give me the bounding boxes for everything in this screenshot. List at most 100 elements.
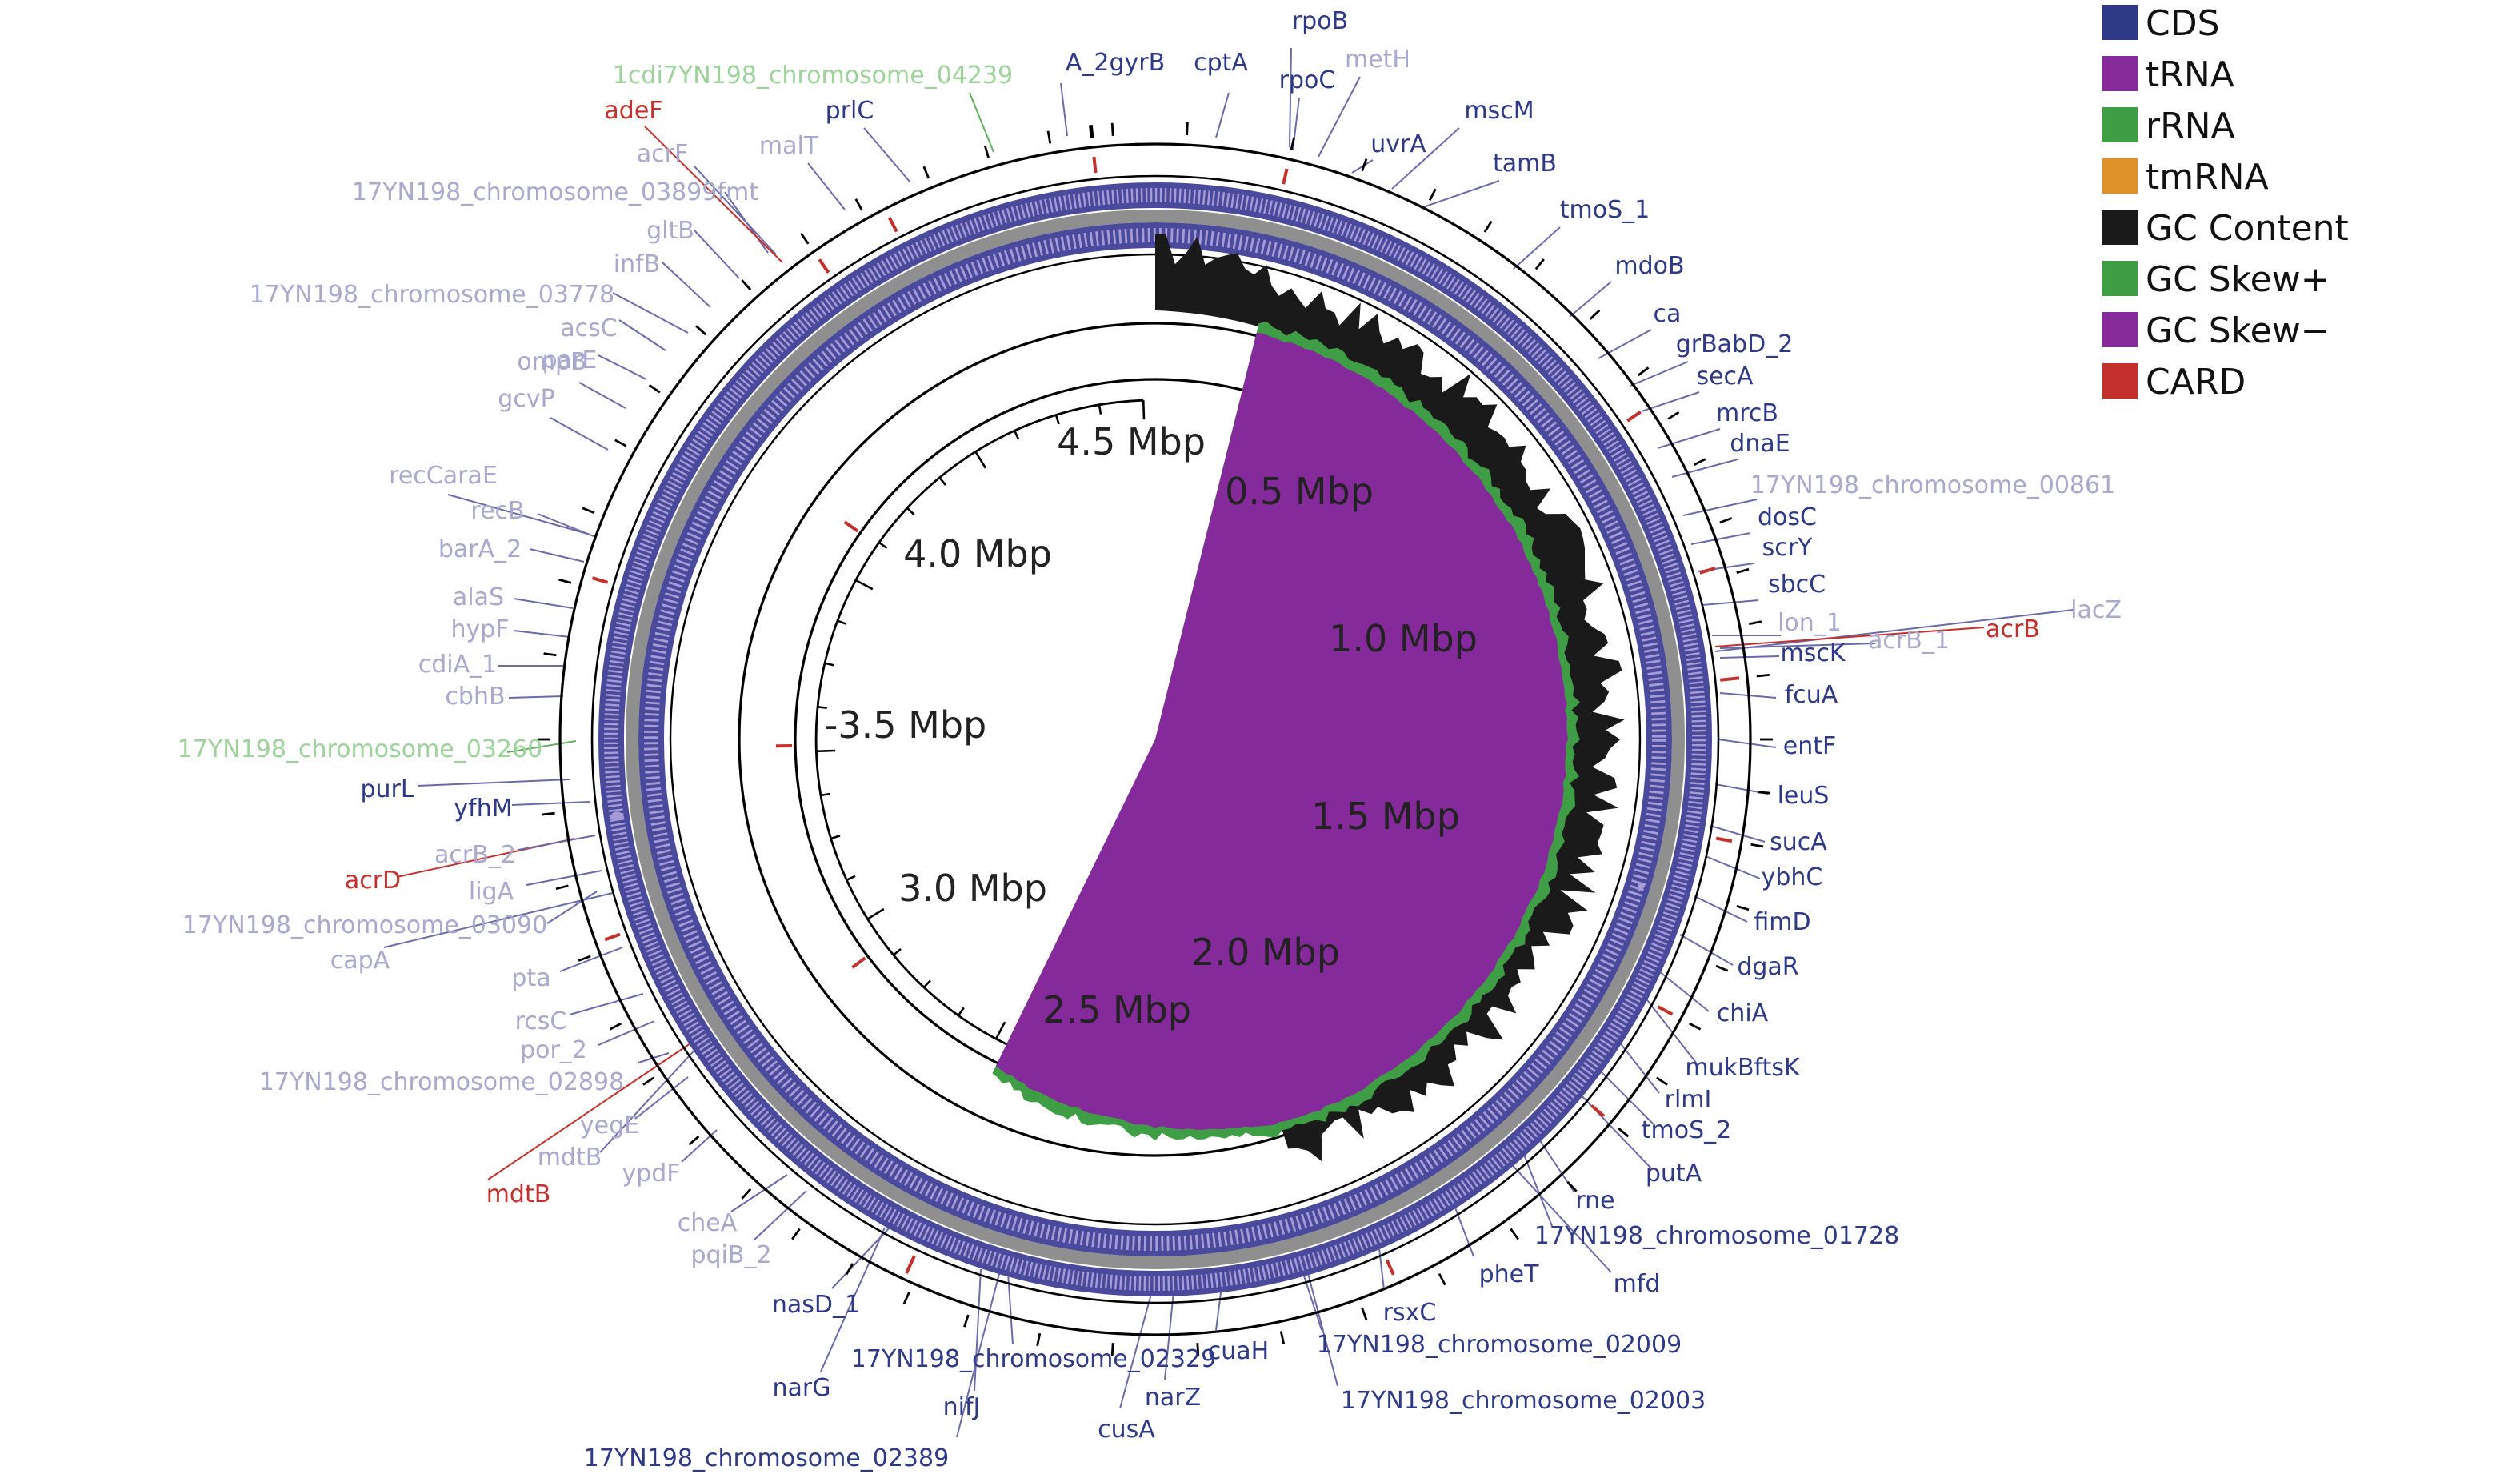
outer-tick-51: [854, 198, 863, 211]
leader-line-26: [1705, 855, 1761, 879]
scale-tick: [1142, 400, 1146, 420]
legend-swatch-card: [2102, 363, 2138, 399]
legend-swatch-rrna: [2102, 107, 2138, 142]
legend-label-tmrna: tmRNA: [2146, 157, 2269, 198]
gray-divider-band: [626, 210, 1685, 1269]
legend-swatch-cds: [2102, 5, 2138, 40]
leader-line-83: [644, 126, 783, 263]
outer-tick-30: [1036, 1332, 1042, 1347]
leader-line-56: [598, 1020, 655, 1046]
leader-line-57: [569, 993, 644, 1015]
scale-tick: [1098, 404, 1102, 415]
scale-tick: [824, 662, 834, 667]
outer-tick-33: [845, 1263, 854, 1276]
leader-line-5: [1420, 180, 1500, 209]
leader-line-79: [662, 262, 711, 308]
scale-axis-arc: [814, 399, 1144, 1046]
scale-tick: [1054, 415, 1060, 425]
card-mark-8: [905, 1255, 916, 1274]
scale-tick: [906, 507, 915, 515]
leader-line-0: [1289, 47, 1292, 148]
legend-label-gc-skew-plus: GC Skew+: [2146, 259, 2330, 300]
legend-swatch-gc-skew-minus: [2102, 312, 2138, 347]
leader-line-85: [969, 92, 994, 153]
gene-label-59: capA: [330, 947, 390, 975]
gene-label-82: acrF: [637, 140, 688, 168]
gene-label-62: acrD: [345, 867, 401, 895]
scale-label-1.0-mbp: 1.0 Mbp: [1329, 617, 1478, 660]
scale-tick: [866, 907, 885, 920]
leader-line-50: [730, 1174, 788, 1212]
leader-line-8: [1598, 329, 1652, 359]
leader-line-53: [599, 1043, 702, 1153]
gene-label-36: mfd: [1614, 1270, 1661, 1298]
card-mark-4: [1715, 836, 1733, 843]
scale-label-4.0-mbp: 4.0 Mbp: [903, 532, 1052, 575]
gene-label-47: narG: [773, 1374, 831, 1402]
scale-tick: [854, 579, 874, 591]
outer-tick-14: [1756, 674, 1770, 678]
gc-content-plot: [1155, 234, 1625, 1162]
outer-tick-35: [741, 1188, 752, 1200]
gene-label-10: secA: [1696, 362, 1754, 391]
outer-tick-6: [1534, 258, 1545, 270]
outer-tick-1: [1186, 122, 1189, 136]
gene-label-75: ompB: [517, 348, 586, 376]
outer-tick-8: [1637, 366, 1650, 377]
leader-line-42: [1164, 1283, 1175, 1380]
card-mark-11: [818, 258, 830, 274]
legend-label-card: CARD: [2146, 362, 2246, 403]
scale-label-4.5-mbp: 4.5 Mbp: [1057, 420, 1206, 463]
outer-tick-36: [688, 1135, 700, 1146]
gene-label-50: cheA: [678, 1209, 738, 1237]
gene-label-3: uvrA: [1370, 130, 1426, 158]
legend-label-gc-skew-minus: GC Skew−: [2146, 310, 2330, 351]
legend-label-gc-content: GC Content: [2146, 208, 2349, 249]
gene-label-63: acrB_2: [434, 841, 516, 869]
gene-label-66: 17YN198_chromosome_03260: [178, 735, 542, 763]
scale-tick: [830, 835, 841, 840]
gene-label-80: gltB: [646, 217, 694, 245]
outer-tick-2: [1290, 137, 1295, 150]
scale-tick: [892, 947, 902, 956]
gene-label-60: 17YN198_chromosome_03090: [182, 911, 547, 939]
gene-label-25: sucA: [1770, 828, 1827, 856]
outer-tick-24: [1510, 1228, 1519, 1240]
gene-label-88: cptA: [1194, 49, 1248, 77]
gene-label-85: 1cdi7YN198_chromosome_04239: [613, 62, 1013, 90]
gene-label-18: lacZ: [2070, 596, 2122, 624]
outer-tick-27: [1279, 1331, 1285, 1344]
gene-label-56: por_2: [520, 1036, 587, 1064]
gene-label-35: 17YN198_chromosome_01728: [1534, 1222, 1899, 1250]
gene-label-43: cusA: [1098, 1416, 1155, 1444]
gene-label-81: 17YN198_chromosome_03899fmt: [352, 178, 758, 206]
scale-tick: [820, 792, 830, 797]
leader-line-77: [618, 319, 666, 351]
leader-line-19: [1719, 643, 1876, 649]
leader-line-18: [1714, 609, 2074, 652]
legend-swatch-tmrna: [2102, 158, 2138, 194]
scale-tick: [994, 1021, 1006, 1040]
card-mark-13: [1092, 156, 1098, 174]
gene-label-58: pta: [511, 964, 550, 992]
gene-label-67: cbhB: [445, 683, 505, 711]
gene-label-20: acrB: [1986, 615, 2040, 643]
gene-label-15: scrY: [1762, 534, 1813, 562]
outer-tick-34: [791, 1228, 801, 1240]
gene-label-8: ca: [1654, 300, 1682, 328]
outer-tick-9: [1667, 411, 1680, 420]
gene-label-31: rlmI: [1665, 1086, 1712, 1114]
leader-line-67: [508, 695, 564, 699]
legend-label-trna: tRNA: [2146, 54, 2234, 95]
gene-label-29: chiA: [1717, 999, 1769, 1027]
card-mark-0: [1282, 168, 1289, 185]
outer-tick-49: [741, 279, 752, 291]
gene-label-46: 17YN198_chromosome_02389: [584, 1444, 949, 1472]
gene-label-57: rcsC: [515, 1007, 567, 1035]
gene-label-16: sbcC: [1768, 571, 1826, 599]
card-mark-2: [1699, 567, 1716, 575]
leader-line-12: [1671, 459, 1738, 478]
gene-label-22: fcuA: [1785, 681, 1838, 709]
outer-tick-11: [1719, 517, 1733, 524]
leader-line-86: [863, 127, 911, 183]
